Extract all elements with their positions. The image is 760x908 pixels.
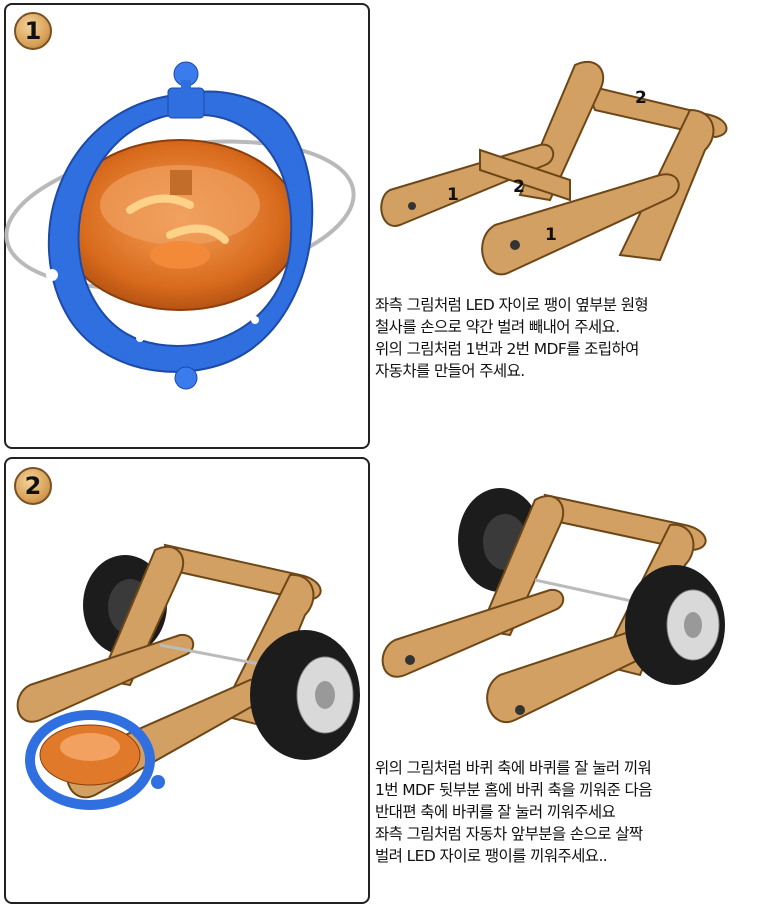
step2-line-3: 반대편 축에 바퀴를 잘 눌러 끼워주세요 (375, 803, 616, 821)
step1-line-4: 자동차를 만들어 주세요. (375, 362, 525, 380)
step1-line-1: 좌측 그림처럼 LED 자이로 팽이 옆부분 원형 (375, 296, 649, 314)
frame-bottom-knob (174, 366, 198, 390)
step1-badge: 1 (14, 12, 52, 50)
part-label-left-1: 1 (447, 185, 459, 205)
step2-line-1: 위의 그림처럼 바퀴 축에 바퀴를 잘 눌러 끼워 (375, 759, 652, 777)
front-right-wheel (250, 630, 360, 760)
step1-line-3: 위의 그림처럼 1번과 2번 MDF를 조립하여 (375, 340, 639, 358)
step1-line-2: 철사를 손으로 약간 벌려 빼내어 주세요. (375, 318, 620, 336)
step2-badge: 2 (14, 467, 52, 505)
step1-instructions: 좌측 그림처럼 LED 자이로 팽이 옆부분 원형 철사를 손으로 약간 벌려 … (375, 294, 649, 382)
part-label-right-1: 1 (545, 225, 557, 245)
car-assembled-illustration (381, 488, 725, 723)
step2-line-4: 좌측 그림처럼 자동차 앞부분을 손으로 살짝 (375, 825, 643, 843)
step2-line-2: 1번 MDF 뒷부분 홈에 바퀴 축을 끼워준 다음 (375, 781, 652, 799)
small-gyro (25, 710, 165, 810)
wooden-frame-illustration: 1 2 2 1 (380, 60, 728, 276)
part-label-top-2: 2 (635, 88, 647, 108)
front-right-wheel-2 (625, 565, 725, 685)
step2-instructions: 위의 그림처럼 바퀴 축에 바퀴를 잘 눌러 끼워 1번 MDF 뒷부분 홈에 … (375, 757, 652, 867)
part-label-middle-2: 2 (513, 177, 525, 197)
step2-line-5: 벌려 LED 자이로 팽이를 끼워주세요.. (375, 847, 608, 865)
gyroscope-illustration (4, 61, 356, 390)
car-with-gyro-illustration (16, 543, 360, 810)
